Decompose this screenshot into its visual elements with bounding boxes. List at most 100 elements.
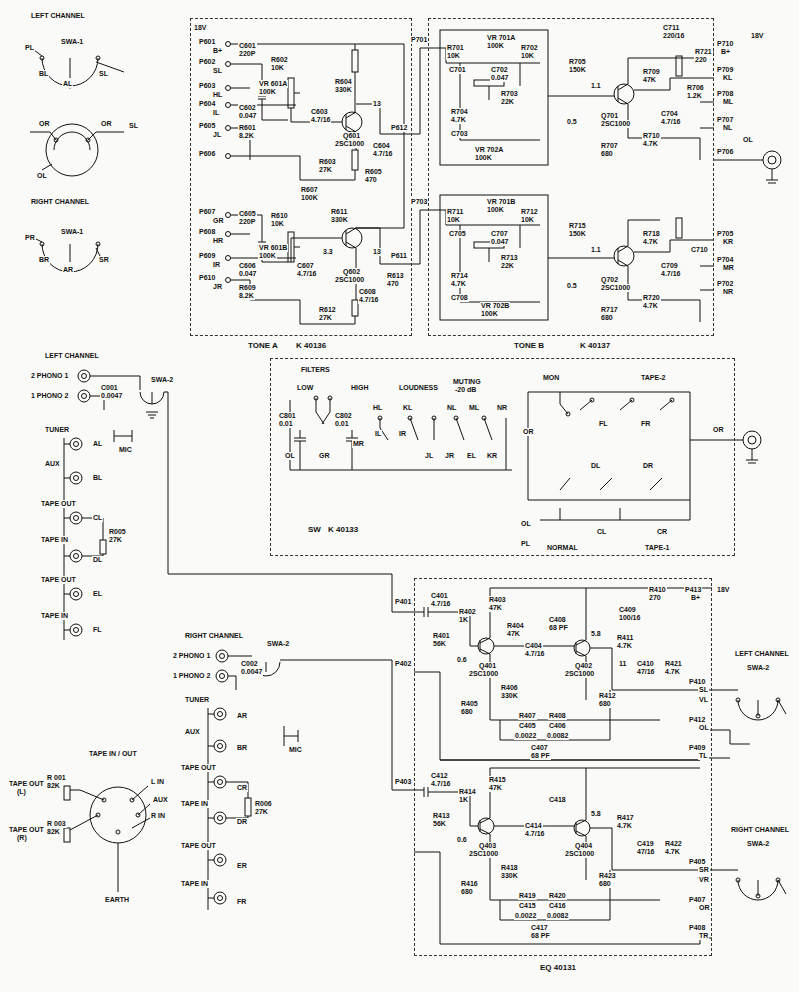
part-label: TAPE IN xyxy=(180,800,209,808)
part-label: P403 xyxy=(394,778,412,786)
part-label: 0.0082 xyxy=(546,732,569,740)
part-label: 220P xyxy=(238,218,256,226)
part-label: JL xyxy=(424,452,434,460)
part-label: 22K xyxy=(500,262,515,270)
part-label: DR xyxy=(236,818,248,826)
part-label: JL xyxy=(212,131,222,139)
part-label: 47/16 xyxy=(636,848,656,856)
part-label: 0.047 xyxy=(238,112,258,120)
part-label: TAPE OUT xyxy=(180,842,217,850)
part-label: C701 xyxy=(448,66,467,74)
part-label: R402 xyxy=(458,608,477,616)
part-label: L IN xyxy=(150,778,165,786)
part-label: R422 xyxy=(664,840,683,848)
part-label: OR xyxy=(100,120,113,128)
part-label: TAPE IN xyxy=(40,536,69,544)
part-label: TAPE OUT xyxy=(8,826,45,834)
part-label: FL xyxy=(598,420,609,428)
part-label: C801 xyxy=(278,412,297,420)
part-label: OL xyxy=(742,136,754,144)
part-label: R704 xyxy=(450,108,469,116)
part-label: 10K xyxy=(520,216,535,224)
part-label: 0.01 xyxy=(278,420,294,428)
part-label: DL xyxy=(590,462,601,470)
part-label: Q701 xyxy=(600,112,619,120)
part-label: R610 xyxy=(270,212,289,220)
part-label: Q404 xyxy=(574,842,593,850)
part-label: HR xyxy=(212,237,224,245)
part-label: RIGHT CHANNEL xyxy=(730,826,790,834)
part-label: 5.8 xyxy=(590,810,602,818)
part-label: R401 xyxy=(432,632,451,640)
part-label: C710 xyxy=(690,246,709,254)
part-label: VR 601A xyxy=(258,80,288,88)
part-label: 2SC1000 xyxy=(600,284,631,292)
part-label: BR xyxy=(38,256,50,264)
part-label: P702 xyxy=(716,280,734,288)
part-label: P412 xyxy=(688,716,706,724)
part-label: 22K xyxy=(500,98,515,106)
part-label: P407 xyxy=(688,896,706,904)
part-label: R713 xyxy=(500,254,519,262)
part-label: 4.7/16 xyxy=(310,116,331,124)
part-label: Q601 xyxy=(342,132,361,140)
part-label: KL xyxy=(402,404,413,412)
part-label: 0.0082 xyxy=(546,912,569,920)
part-label: OL xyxy=(284,452,296,460)
part-label: FL xyxy=(92,626,103,634)
part-label: R005 xyxy=(108,528,127,536)
part-label: R701 xyxy=(446,44,465,52)
part-label: FILTERS xyxy=(300,366,331,374)
part-label: KR xyxy=(486,452,498,460)
part-label: IL xyxy=(374,430,382,438)
part-label: NL xyxy=(722,124,733,132)
part-label: 100K xyxy=(486,206,505,214)
part-label: R413 xyxy=(432,812,451,820)
part-label: 2SC1000 xyxy=(564,850,595,858)
part-label: 10K xyxy=(270,64,285,72)
part-label: 1.2K xyxy=(686,92,703,100)
part-label: P703 xyxy=(410,198,428,206)
part-label: 56K xyxy=(432,640,447,648)
part-label: IR xyxy=(398,430,407,438)
module-title: K 40136 xyxy=(295,341,327,350)
part-label: DR xyxy=(642,462,654,470)
part-label: P708 xyxy=(716,90,734,98)
part-label: SL xyxy=(128,122,139,130)
module-title: TONE B xyxy=(513,341,545,350)
part-label: C416 xyxy=(548,902,567,910)
wire-line xyxy=(412,210,428,264)
part-label: OL xyxy=(698,724,710,732)
part-label: SWA-2 xyxy=(150,376,174,384)
part-label: KR xyxy=(722,238,734,246)
part-label: C708 xyxy=(450,294,469,302)
part-label: OR xyxy=(522,428,535,436)
part-label: TAPE IN / OUT xyxy=(88,750,138,758)
part-label: LOW xyxy=(296,384,314,392)
part-label: 4.7K xyxy=(664,848,681,856)
part-label: R421 xyxy=(664,660,683,668)
part-label: 100K xyxy=(300,194,319,202)
part-label: 8.2K xyxy=(238,292,255,300)
part-label: BL xyxy=(38,70,49,78)
part-label: 100/16 xyxy=(618,614,641,622)
part-label: R712 xyxy=(520,208,539,216)
part-label: 4.7/16 xyxy=(372,150,393,158)
part-label: TR xyxy=(698,932,709,940)
part-label: MIC xyxy=(288,746,303,754)
part-label: R703 xyxy=(500,90,519,98)
part-label: DL xyxy=(92,556,103,564)
part-label: 2 PHONO 1 xyxy=(30,372,69,380)
part-label: AUX xyxy=(152,796,169,804)
part-label: 4.7K xyxy=(616,642,633,650)
part-label: C405 xyxy=(518,722,537,730)
part-label: IR xyxy=(212,261,221,269)
part-label: R609 xyxy=(238,284,257,292)
part-label: C604 xyxy=(372,142,391,150)
part-label: C414 xyxy=(524,822,543,830)
part-label: 680 xyxy=(598,700,612,708)
part-label: R717 xyxy=(600,306,619,314)
part-label: 470 xyxy=(364,176,378,184)
part-label: TAPE OUT xyxy=(40,576,77,584)
part-label: MR xyxy=(722,264,735,272)
